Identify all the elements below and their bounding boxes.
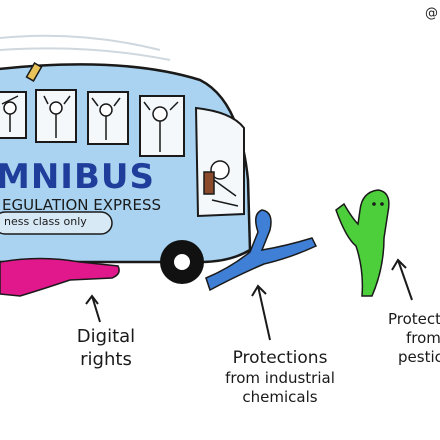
caption-digital-rights: Digital rights [56,326,156,371]
roof-horn [25,62,43,82]
caption-line: Protect [388,310,440,328]
passenger-head [3,101,17,115]
passengers [1,95,179,152]
passenger-head [49,101,63,115]
arrow-digital [85,294,101,323]
caption-line: Digital [76,326,136,347]
caption-line: chemicals [242,388,318,406]
caption-line: from industrial [225,369,335,388]
arrows [85,258,413,341]
caption-industrial-chemicals: Protections from industrial chemicals [200,348,360,407]
driver [203,160,239,207]
bus-title: MNIBUS [0,157,155,197]
pink-figure [0,257,120,297]
speed-lines [0,34,171,61]
bus-window [0,91,27,139]
caption-line: rights [80,348,132,370]
arrow-industrial [251,284,271,341]
class-pill [0,211,113,235]
caption-line: pestic [398,347,440,366]
bus-wheel [160,240,204,284]
passenger-head [99,103,113,117]
caption-pesticides: Protect from pestic [388,310,440,366]
corner-mark: @ [425,6,438,21]
arrow-pesticides [391,258,413,301]
blue-figure [205,209,318,292]
green-figure [335,189,390,297]
bus-subtitle: EGULATION EXPRESS [2,196,162,214]
bus-class-label: ness class only [4,215,87,228]
caption-line: from [406,328,440,347]
passenger-head [152,106,168,122]
caption-line: Protections [232,348,328,368]
